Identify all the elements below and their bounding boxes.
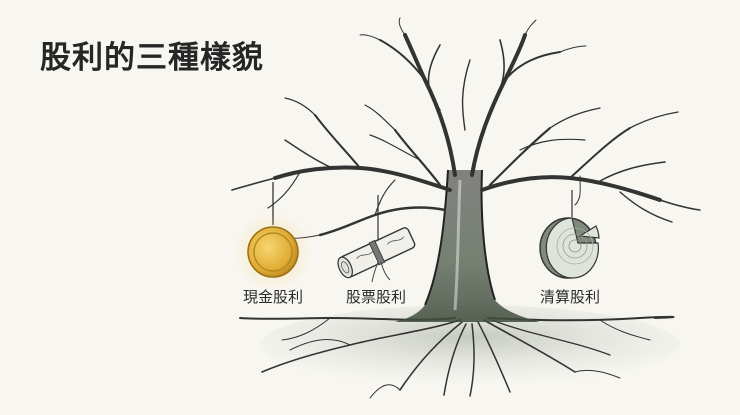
trunk [395,169,540,322]
wood-slice-icon [539,190,600,279]
root-shade [260,305,680,385]
scroll-certificate-icon [337,195,416,283]
label-cash-dividend: 現金股利 [243,288,304,306]
label-liquidating-dividend: 清算股利 [540,288,601,306]
roots [239,315,675,399]
label-stock-dividend: 股票股利 [346,288,407,306]
page-title: 股利的三種樣貌 [40,40,264,76]
gold-coin-icon [233,182,313,292]
